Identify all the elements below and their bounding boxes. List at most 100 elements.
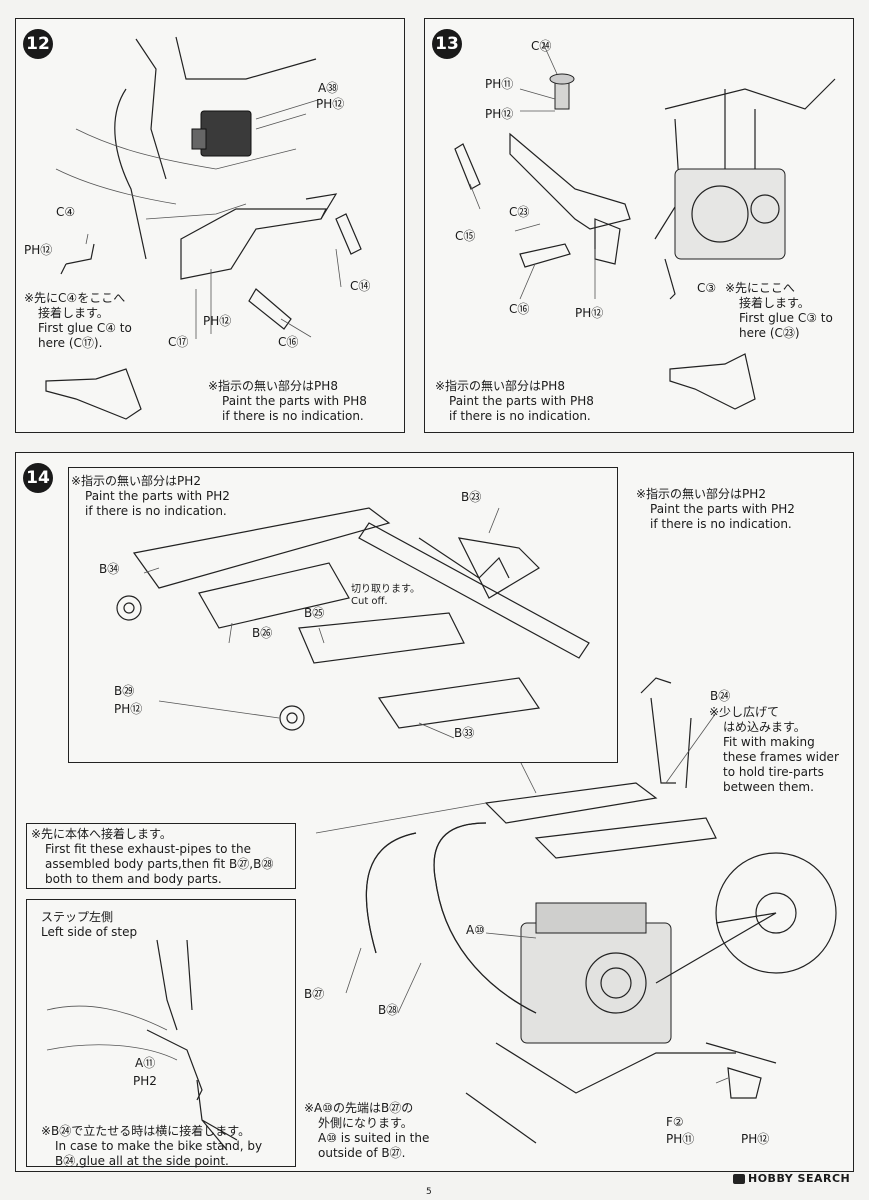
paint-note-line: ※指示の無い部分はPH8	[435, 379, 565, 393]
label-ph12-c: PH⑫	[203, 314, 232, 328]
label-ph2: PH2	[133, 1074, 157, 1088]
label-b29: B㉙	[114, 684, 135, 698]
step-13-number: 13	[432, 29, 462, 59]
step-12-panel: 12 A㊳ PH⑫ C④ PH⑫ C⑭ PH⑫ C⑰ C⑯ ※先にC④をここへ …	[15, 18, 405, 433]
page-number: 5	[426, 1187, 432, 1197]
fit-note-line: these frames wider	[723, 750, 839, 764]
cut-note-line: Cut off.	[351, 596, 388, 607]
glue-note-line: First glue C④ to	[38, 321, 132, 335]
stand-note: ※B㉔で立たせる時は横に接着します。 In case to make the b…	[41, 1124, 262, 1169]
label-b34: B㉞	[99, 562, 120, 576]
right-paint-note: ※指示の無い部分はPH2 Paint the parts with PH2 if…	[636, 487, 795, 532]
step-13-panel: 13 C㉔ PH⑪ PH⑫ C⑮ C㉓ C⑯ PH⑫ C③ ※先にここへ 接着し…	[424, 18, 854, 433]
label-ph12-a: PH⑫	[316, 97, 345, 111]
label-ph12-e: PH⑫	[575, 306, 604, 320]
label-c3: C③	[697, 281, 717, 295]
logo-icon	[733, 1174, 745, 1184]
step-12-glue-note: ※先にC④をここへ 接着します。 First glue C④ to here (…	[24, 291, 132, 351]
b24-fit-note: ※少し広げて はめ込みます。 Fit with making these fra…	[709, 705, 839, 795]
label-a38: A㊳	[318, 81, 339, 95]
hobby-search-logo: HOBBY SEARCH	[733, 1172, 850, 1185]
paint-note-line: Paint the parts with PH2	[85, 489, 230, 503]
label-ph12-f: PH⑫	[114, 702, 143, 716]
exhaust-inset-drawing	[116, 507, 590, 739]
glue-note-line: here (C⑰).	[38, 336, 103, 350]
label-a10: A⑩	[466, 923, 485, 937]
a10-note-line: 外側になります。	[318, 1116, 413, 1130]
cut-off-note: 切り取ります。 Cut off.	[351, 584, 420, 608]
label-b24: B㉔	[710, 689, 731, 703]
body-note-line: both to them and body parts.	[45, 872, 222, 886]
body-note-line: assembled body parts,then fit B㉗,B㉘	[45, 857, 274, 871]
step-12-number: 12	[23, 29, 53, 59]
step-13-glue-note: ※先にここへ 接着します。 First glue C③ to here (C㉓)	[725, 281, 833, 341]
step-13-drawing	[454, 42, 836, 410]
fit-note-line: between them.	[723, 780, 814, 794]
left-step-box: ステップ左側 Left side of step A⑪ PH2 ※B㉔で立たせる…	[26, 899, 296, 1169]
paint-note-line: ※指示の無い部分はPH2	[71, 474, 201, 488]
step-14-panel: 14	[15, 452, 854, 1172]
a10-note-line: ※A⑩の先端はB㉗の	[304, 1101, 414, 1115]
inset-paint-note: ※指示の無い部分はPH2 Paint the parts with PH2 if…	[71, 474, 230, 519]
glue-note-line: First glue C③ to	[739, 311, 833, 325]
label-ph11-b: PH⑪	[666, 1132, 695, 1146]
stand-note-line: ※B㉔で立たせる時は横に接着します。	[41, 1124, 251, 1138]
glue-note-line: 接着します。	[38, 306, 109, 320]
logo-text: HOBBY SEARCH	[748, 1172, 851, 1185]
fit-note-line: ※少し広げて	[709, 705, 780, 719]
step-13-paint-note: ※指示の無い部分はPH8 Paint the parts with PH8 if…	[435, 379, 594, 424]
step-side-line: Left side of step	[41, 925, 138, 939]
label-c24: C㉔	[531, 39, 552, 53]
step-side-line: ステップ左側	[41, 910, 114, 924]
label-c17: C⑰	[168, 335, 189, 349]
label-c23: C㉓	[509, 205, 530, 219]
body-note-line: First fit these exhaust-pipes to the	[45, 842, 251, 856]
a10-note: ※A⑩の先端はB㉗の 外側になります。 A⑩ is suited in the …	[304, 1101, 429, 1161]
fit-note-line: to hold tire-parts	[723, 765, 824, 779]
label-ph12-g: PH⑫	[741, 1132, 770, 1146]
glue-note-line: ※先にここへ	[725, 281, 795, 295]
paint-note-line: ※指示の無い部分はPH2	[636, 487, 766, 501]
glue-note-line: 接着します。	[739, 296, 810, 310]
label-c16: C⑯	[278, 335, 299, 349]
stand-note-line: B㉔,glue all at the side point.	[55, 1154, 229, 1168]
label-c14: C⑭	[350, 279, 371, 293]
a10-note-line: A⑩ is suited in the	[318, 1131, 430, 1145]
paint-note-line: if there is no indication.	[85, 504, 227, 518]
label-b28: B㉘	[378, 1003, 399, 1017]
label-b25: B㉕	[304, 606, 325, 620]
left-step-drawing	[46, 939, 238, 1151]
cut-note-line: 切り取ります。	[351, 584, 420, 595]
label-b23: B㉓	[461, 490, 482, 504]
label-c16-b: C⑯	[509, 302, 530, 316]
exhaust-inset-box: ※指示の無い部分はPH2 Paint the parts with PH2 if…	[68, 467, 618, 763]
step-14-number: 14	[23, 463, 53, 493]
label-ph12-b: PH⑫	[24, 243, 53, 257]
body-note-line: ※先に本体へ接着します。	[31, 827, 172, 841]
label-a11: A⑪	[135, 1056, 156, 1070]
label-f2: F②	[666, 1115, 684, 1129]
paint-note-line: if there is no indication.	[222, 409, 364, 423]
paint-note-line: Paint the parts with PH8	[449, 394, 594, 408]
label-c4: C④	[56, 205, 76, 219]
label-ph12-d: PH⑫	[485, 107, 514, 121]
glue-note-line: ※先にC④をここへ	[24, 291, 126, 305]
paint-note-line: Paint the parts with PH2	[650, 502, 795, 516]
label-b26: B㉖	[252, 626, 273, 640]
label-c15: C⑮	[455, 229, 476, 243]
label-ph11: PH⑪	[485, 77, 514, 91]
stand-note-line: In case to make the bike stand, by	[55, 1139, 263, 1153]
left-step-title: ステップ左側 Left side of step	[41, 910, 137, 940]
paint-note-line: if there is no indication.	[449, 409, 591, 423]
step-14-main-drawing	[315, 677, 837, 1144]
body-fit-note: ※先に本体へ接着します。 First fit these exhaust-pip…	[31, 827, 273, 887]
label-b33: B㉝	[454, 726, 475, 740]
fit-note-line: はめ込みます。	[723, 720, 806, 734]
paint-note-line: if there is no indication.	[650, 517, 792, 531]
paint-note-line: ※指示の無い部分はPH8	[208, 379, 338, 393]
a10-note-line: outside of B㉗.	[318, 1146, 406, 1160]
glue-note-line: here (C㉓)	[739, 326, 800, 340]
fit-note-line: Fit with making	[723, 735, 815, 749]
step-12-drawing	[45, 36, 362, 420]
body-fit-note-box: ※先に本体へ接着します。 First fit these exhaust-pip…	[26, 823, 296, 889]
